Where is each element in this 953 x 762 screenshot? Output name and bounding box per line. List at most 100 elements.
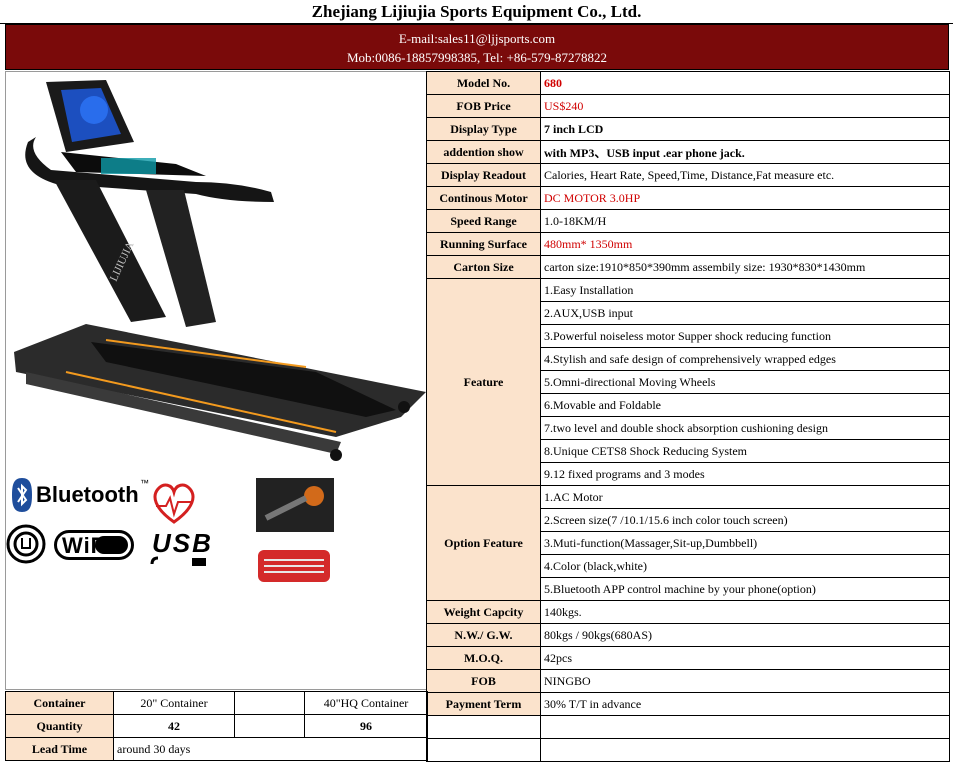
- feature-item: 3.Powerful noiseless motor Supper shock …: [540, 324, 950, 348]
- spec-row: Model No.680: [426, 71, 950, 95]
- spec-label: M.O.Q.: [426, 646, 541, 670]
- contact-banner: E-mail:sales11@ljjsports.com Mob:0086-18…: [5, 24, 949, 70]
- spec-label: Continous Motor: [426, 186, 541, 210]
- spec-row: [426, 738, 950, 762]
- spec-label: Carton Size: [426, 255, 541, 279]
- spec-label: Model No.: [426, 71, 541, 95]
- wifi-label: WiFi: [62, 533, 113, 558]
- quantity-row: Quantity 42 96: [5, 714, 428, 738]
- spec-label: FOB: [426, 669, 541, 693]
- option-item: 3.Muti-function(Massager,Sit-up,Dumbbell…: [540, 531, 950, 555]
- usb-label: USB: [152, 528, 213, 558]
- bluetooth-icon: [12, 478, 32, 512]
- option-item: 5.Bluetooth APP control machine by your …: [540, 577, 950, 601]
- spec-value: with MP3、USB input .ear phone jack.: [540, 140, 950, 164]
- spec-row: [426, 715, 950, 739]
- spec-value: 7 inch LCD: [540, 117, 950, 141]
- spec-label: Payment Term: [426, 692, 541, 716]
- empty-cell: [426, 738, 541, 762]
- empty-cell: [234, 691, 305, 715]
- quantity-40hq: 96: [304, 714, 428, 738]
- bluetooth-badge: Bluetooth ™: [12, 478, 149, 514]
- motor-part-photo-icon: [256, 478, 334, 532]
- spec-label: Display Readout: [426, 163, 541, 187]
- container-20ft: 20" Container: [113, 691, 235, 715]
- spec-row: M.O.Q.42pcs: [426, 646, 950, 670]
- spec-value: 140kgs.: [540, 600, 950, 624]
- bluetooth-label: Bluetooth: [36, 482, 139, 507]
- quantity-20ft: 42: [113, 714, 235, 738]
- feature-row: 6.Movable and Foldable: [427, 393, 950, 417]
- empty-cell: [426, 715, 541, 739]
- container-40hq: 40"HQ Container: [304, 691, 428, 715]
- feature-item: 2.AUX,USB input: [540, 301, 950, 325]
- company-title: Zhejiang Lijiujia Sports Equipment Co., …: [0, 0, 953, 24]
- email-line: E-mail:sales11@ljjsports.com: [398, 31, 556, 46]
- feature-item: 9.12 fixed programs and 3 modes: [540, 462, 950, 486]
- container-table: Container 20" Container 40"HQ Container …: [5, 691, 428, 761]
- option-item: 1.AC Motor: [540, 485, 950, 509]
- usb-icon: [150, 556, 206, 566]
- feature-item: 8.Unique CETS8 Shock Reducing System: [540, 439, 950, 463]
- feature-row: 9.12 fixed programs and 3 modes: [427, 462, 950, 486]
- spec-label: N.W./ G.W.: [426, 623, 541, 647]
- feature-row: 4.Stylish and safe design of comprehensi…: [427, 347, 950, 371]
- empty-cell: [234, 714, 305, 738]
- spec-row: N.W./ G.W.80kgs / 90kgs(680AS): [426, 623, 950, 647]
- wifi-badge: WiFi: [54, 530, 134, 560]
- spec-value: Calories, Heart Rate, Speed,Time, Distan…: [540, 163, 950, 187]
- container-label: Container: [5, 691, 114, 715]
- spec-value: 80kgs / 90kgs(680AS): [540, 623, 950, 647]
- feature-item: 1.Easy Installation: [540, 278, 950, 302]
- phone-line: Mob:0086-18857998385, Tel: +86-579-87278…: [346, 50, 608, 65]
- feature-row: 2.AUX,USB input: [427, 301, 950, 325]
- spec-label: FOB Price: [426, 94, 541, 118]
- feature-item: 7.two level and double shock absorption …: [540, 416, 950, 440]
- spec-value: 480mm* 1350mm: [540, 232, 950, 256]
- heart-rate-icon: [153, 483, 195, 524]
- trademark-mark: ™: [140, 478, 149, 488]
- treadmill-illustration: LIJIUJIA: [14, 80, 426, 461]
- lead-time-value: around 30 days: [113, 737, 428, 761]
- wifi-icon: [95, 536, 128, 554]
- option-row: 3.Muti-function(Massager,Sit-up,Dumbbell…: [427, 531, 950, 555]
- spec-value: 680: [540, 71, 950, 95]
- feature-row: 7.two level and double shock absorption …: [427, 416, 950, 440]
- feature-item: 6.Movable and Foldable: [540, 393, 950, 417]
- option-label: Option Feature: [426, 485, 541, 601]
- empty-cell: [540, 738, 950, 762]
- spec-label: Speed Range: [426, 209, 541, 233]
- spec-value: DC MOTOR 3.0HP: [540, 186, 950, 210]
- product-image-panel: LIJIUJIA Bluetooth ™: [5, 71, 427, 690]
- lead-time-row: Lead Time around 30 days: [5, 737, 428, 761]
- feature-label: Feature: [426, 278, 541, 486]
- spec-value: 42pcs: [540, 646, 950, 670]
- spec-label: Display Type: [426, 117, 541, 141]
- spec-value: carton size:1910*850*390mm assembily siz…: [540, 255, 950, 279]
- option-item: 2.Screen size(7 /10.1/15.6 inch color to…: [540, 508, 950, 532]
- spec-label: addention show: [426, 140, 541, 164]
- spec-value: US$240: [540, 94, 950, 118]
- feature-item: 4.Stylish and safe design of comprehensi…: [540, 347, 950, 371]
- lead-time-label: Lead Time: [5, 737, 114, 761]
- spec-label: Running Surface: [426, 232, 541, 256]
- container-row: Container 20" Container 40"HQ Container: [5, 691, 428, 715]
- feature-item: 5.Omni-directional Moving Wheels: [540, 370, 950, 394]
- spec-value: 1.0-18KM/H: [540, 209, 950, 233]
- option-row: 5.Bluetooth APP control machine by your …: [427, 577, 950, 601]
- spec-value: NINGBO: [540, 669, 950, 693]
- quantity-label: Quantity: [5, 714, 114, 738]
